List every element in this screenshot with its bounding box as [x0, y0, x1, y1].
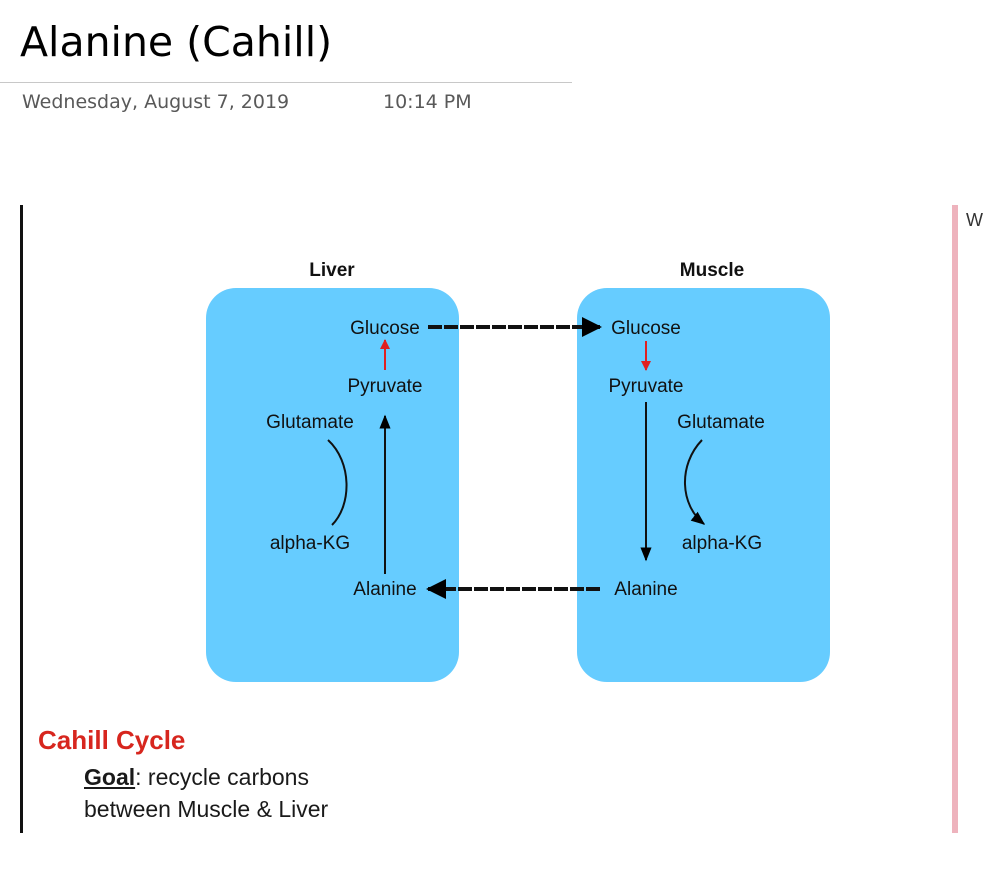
caption-goal-line: Goal: recycle carbons — [84, 761, 328, 793]
muscle-alanine-label: Alanine — [614, 579, 677, 600]
liver-label: Liver — [309, 260, 355, 281]
muscle-alpha-kg-label: alpha-KG — [682, 533, 762, 554]
page-title[interactable]: Alanine (Cahill) — [20, 18, 333, 66]
caption-title: Cahill Cycle — [38, 725, 186, 755]
caption-body: Goal: recycle carbons between Muscle & L… — [84, 761, 328, 825]
image-right-border — [952, 205, 958, 833]
goal-text: : recycle carbons — [135, 764, 309, 790]
liver-alpha-kg-label: alpha-KG — [270, 533, 350, 554]
liver-alanine-label: Alanine — [353, 579, 416, 600]
liver-glutamate-to-alpha-kg-curve — [327, 439, 348, 526]
side-note-text[interactable]: W — [966, 210, 983, 230]
page-time: 10:14 PM — [383, 91, 472, 113]
liver-glucose-label: Glucose — [350, 318, 420, 339]
muscle-glutamate-label: Glutamate — [677, 412, 765, 433]
page-date: Wednesday, August 7, 2019 — [22, 91, 290, 113]
muscle-pyruvate-label: Pyruvate — [609, 376, 684, 397]
muscle-compartment — [577, 288, 830, 682]
muscle-label: Muscle — [680, 260, 744, 281]
image-left-border — [20, 205, 23, 833]
liver-glutamate-label: Glutamate — [266, 412, 354, 433]
title-divider — [0, 82, 572, 83]
goal-label: Goal — [84, 764, 136, 790]
caption-goal-line-2: between Muscle & Liver — [84, 796, 329, 822]
muscle-glucose-label: Glucose — [611, 318, 681, 339]
muscle-glutamate-to-alpha-kg-curve — [684, 439, 706, 525]
liver-compartment — [206, 288, 459, 682]
liver-pyruvate-label: Pyruvate — [348, 376, 423, 397]
